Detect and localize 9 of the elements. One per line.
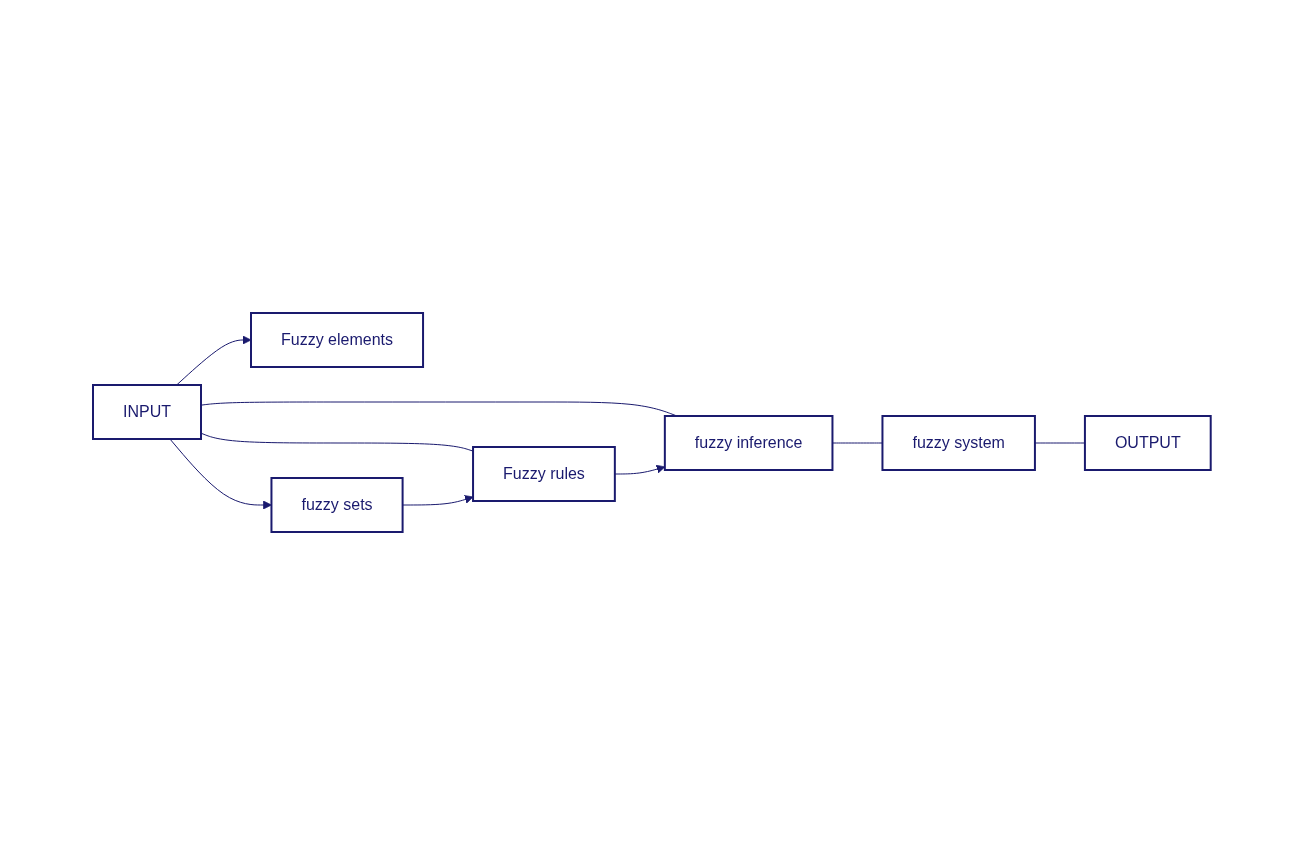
arrow	[614, 464, 665, 474]
node-box: OUTPUT	[1083, 414, 1212, 471]
node-box: fuzzy inference	[663, 414, 834, 471]
arrow	[169, 438, 272, 509]
node-box: Fuzzy elements	[249, 311, 424, 368]
node-box: fuzzy sets	[270, 476, 404, 533]
node-box: Fuzzy rules	[471, 445, 616, 502]
node-box: INPUT	[91, 383, 202, 440]
node-box: fuzzy system	[881, 414, 1036, 471]
